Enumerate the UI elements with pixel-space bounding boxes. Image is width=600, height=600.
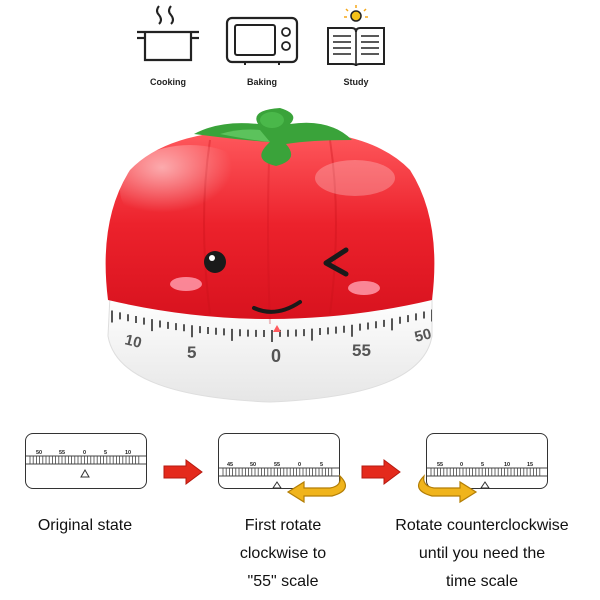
step-3-scale-2: 5	[481, 462, 484, 468]
step-3-scale-4: 15	[527, 462, 533, 468]
usage-icons-row: Cooking Baking Study	[0, 0, 600, 95]
step-3-scale-1: 0	[460, 462, 463, 468]
step-2-caption-line-3: "55" scale	[247, 573, 319, 590]
step-2-caption: First rotate clockwise to "55" scale	[208, 512, 358, 596]
rotate-clockwise-arrow-icon	[286, 474, 347, 504]
step-2-scale-3: 0	[298, 462, 301, 468]
dial-label-5: 5	[187, 343, 196, 362]
step-1-dial-diagram: 50 55 0 5 10	[25, 433, 147, 489]
microwave-oven-icon	[225, 16, 299, 65]
tomato-face	[170, 247, 380, 314]
icon-label-study: Study	[343, 77, 369, 87]
step-3-caption: Rotate counterclockwise until you need t…	[368, 512, 596, 596]
step-2-caption-line-1: First rotate	[244, 517, 322, 534]
dial-label-0: 0	[271, 346, 281, 366]
cooking-pot-icon	[137, 5, 199, 62]
dial-label-10: 10	[123, 331, 143, 352]
step-3-caption-line-3: time scale	[445, 573, 519, 590]
step-3-scale-0: 55	[437, 462, 443, 468]
step-1-scale-2: 0	[83, 450, 86, 456]
icon-label-baking: Baking	[246, 77, 277, 87]
step-2-scale-2: 55	[274, 462, 280, 468]
step-3-dial-diagram: 55 0 5 10 15	[426, 433, 548, 489]
icon-label-cooking: Cooking	[150, 77, 186, 87]
next-step-arrow-icon	[361, 459, 401, 485]
step-1-scale-4: 10	[125, 450, 131, 456]
step-1-scale-1: 55	[59, 450, 65, 456]
step-3-caption-line-1: Rotate counterclockwise	[395, 517, 569, 534]
step-1-caption: Original state	[37, 517, 133, 534]
step-2-dial-diagram: 45 50 55 0 5	[218, 433, 340, 489]
open-book-icon	[327, 5, 385, 67]
timer-dial-scale	[111, 309, 432, 342]
dial-label-55: 55	[352, 341, 371, 360]
dial-label-50: 50	[413, 325, 433, 346]
step-2-scale-4: 5	[320, 462, 323, 468]
step-1-scale-3: 5	[104, 450, 107, 456]
rotate-counterclockwise-arrow-icon	[417, 474, 478, 504]
step-1-scale-0: 50	[36, 450, 42, 456]
step-2-scale-0: 45	[227, 462, 233, 468]
next-step-arrow-icon	[163, 459, 203, 485]
step-2-scale-1: 50	[250, 462, 256, 468]
step-3-caption-line-2: until you need the	[418, 545, 546, 562]
tomato-timer-image: 10 5 0 55 50	[105, 108, 435, 403]
step-3-scale-3: 10	[504, 462, 510, 468]
step-2-caption-line-2: clockwise to	[239, 545, 327, 562]
tomato-leaf-stem	[194, 108, 352, 166]
